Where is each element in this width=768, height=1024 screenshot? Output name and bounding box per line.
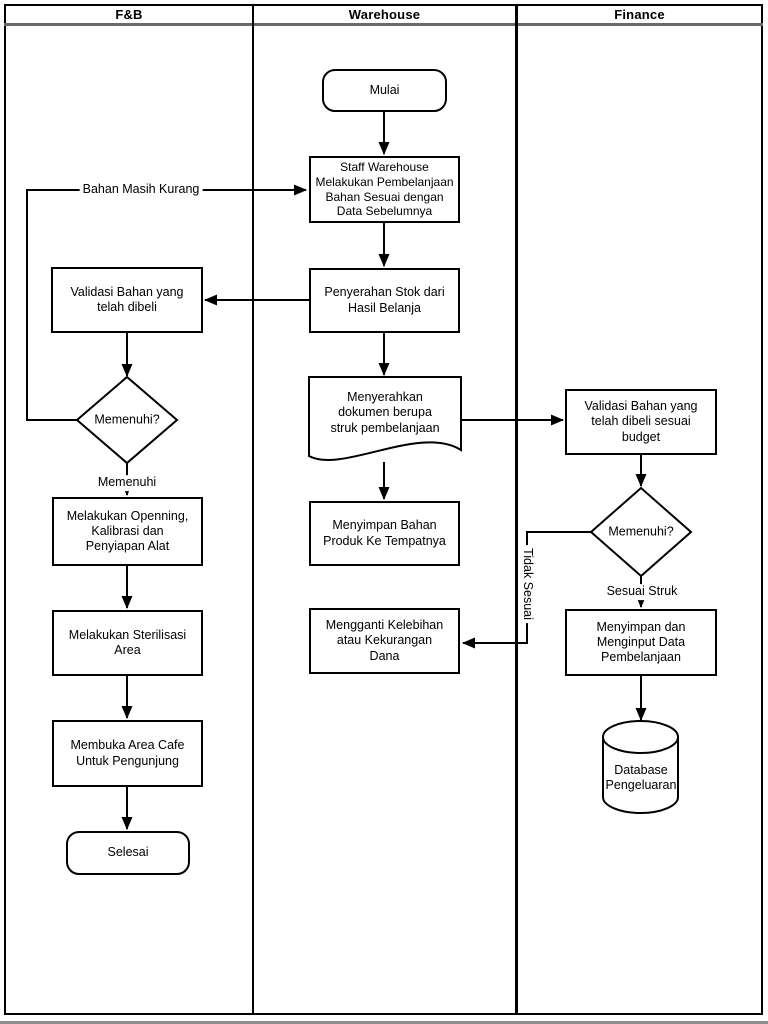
database-pengeluaran-label: Database Pengeluaran bbox=[605, 762, 677, 792]
process-menyimpan-bahan: Menyimpan Bahan Produk Ke Tempatnya bbox=[309, 501, 460, 566]
decision-memenuhi-finance-shape bbox=[589, 486, 693, 578]
document-struk-label: Menyerahkan dokumen berupa struk pembela… bbox=[330, 390, 440, 435]
process-validasi-budget: Validasi Bahan yang telah dibeli sesuai … bbox=[565, 389, 717, 455]
decision-memenuhi-finance-label: Memenuhi? bbox=[608, 524, 674, 539]
process-menyimpan-input: Menyimpan dan Menginput Data Pembelanjaa… bbox=[565, 609, 717, 676]
process-openning-kalibrasi: Melakukan Openning, Kalibrasi dan Penyia… bbox=[52, 497, 203, 566]
process-validasi-bahan-fnb: Validasi Bahan yang telah dibeli bbox=[51, 267, 203, 333]
edge-label-memenuhi: Memenuhi bbox=[94, 475, 160, 491]
lane-header-finance: Finance bbox=[614, 6, 665, 22]
database-cylinder-top bbox=[602, 720, 679, 754]
page-bottom-edge bbox=[0, 1021, 768, 1024]
header-separator bbox=[4, 23, 763, 26]
page-border bbox=[4, 4, 763, 1015]
edge-label-sesuai-struk: Sesuai Struk bbox=[603, 584, 681, 600]
process-sterilisasi-area: Melakukan Sterilisasi Area bbox=[52, 610, 203, 676]
lane-divider-warehouse-finance bbox=[515, 4, 518, 1015]
process-staff-warehouse: Staff Warehouse Melakukan Pembelanjaan B… bbox=[309, 156, 460, 223]
decision-memenuhi-fnb-shape bbox=[75, 375, 179, 465]
edge-label-bahan-masih-kurang: Bahan Masih Kurang bbox=[79, 182, 203, 198]
lane-header-warehouse: Warehouse bbox=[348, 6, 421, 22]
lane-header-fnb: F&B bbox=[115, 6, 143, 22]
database-cylinder-body bbox=[602, 737, 679, 814]
process-penyerahan-stok: Penyerahan Stok dari Hasil Belanja bbox=[309, 268, 460, 333]
document-struk-shape bbox=[308, 376, 462, 461]
process-membuka-cafe: Membuka Area Cafe Untuk Pengunjung bbox=[52, 720, 203, 787]
terminator-selesai: Selesai bbox=[66, 831, 190, 875]
decision-memenuhi-fnb-label: Memenuhi? bbox=[94, 412, 160, 427]
process-mengganti-dana: Mengganti Kelebihan atau Kekurangan Dana bbox=[309, 608, 460, 674]
terminator-mulai: Mulai bbox=[322, 69, 447, 112]
lane-divider-fnb-warehouse bbox=[252, 4, 254, 1015]
edge-label-tidak-sesuai: Tidak Sesuai bbox=[519, 545, 535, 623]
